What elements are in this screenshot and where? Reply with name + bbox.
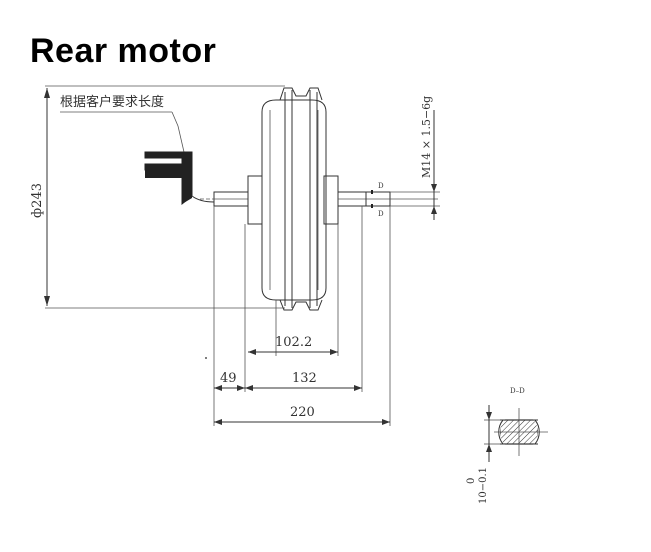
offset-label: 49	[220, 371, 237, 386]
thread-arrow-top	[431, 184, 437, 192]
left-axle	[213, 191, 249, 207]
cable-length-note-text: 根据客户要求长度	[60, 94, 164, 110]
hub-motor	[247, 87, 339, 311]
section-view: D–D 0 10−0.1	[466, 387, 548, 504]
overall-arrow-left	[214, 419, 222, 425]
section-mark-bottom: D	[378, 210, 384, 218]
diameter-dimension: ф243	[30, 85, 285, 309]
thread-dimension: M14 × 1.5−6g	[390, 96, 440, 220]
note-leader	[171, 111, 185, 153]
width-extension-lines	[213, 206, 391, 426]
hub-width-dimension: 102.2	[248, 335, 338, 355]
flat-tolerance-upper: 0	[466, 478, 477, 484]
flat-arrow-top	[486, 412, 492, 420]
left-flange	[247, 175, 263, 225]
cable-length-note: 根据客户要求长度	[60, 94, 185, 153]
overall-label: 220	[290, 405, 315, 420]
right-axle: D D	[337, 182, 438, 218]
connector-plug	[145, 168, 185, 178]
diameter-arrow-bottom	[44, 296, 50, 306]
thread-arrow-bottom	[431, 206, 437, 214]
page-title: Rear motor	[30, 32, 217, 70]
body-arrow-left	[245, 385, 253, 391]
cable-connector	[144, 151, 215, 206]
section-view-label: D–D	[510, 387, 525, 395]
flat-tolerance-lower: 10−0.1	[478, 467, 489, 504]
thread-label: M14 × 1.5−6g	[420, 96, 433, 178]
connector-tail	[182, 178, 192, 204]
section-mark-top: D	[378, 182, 384, 190]
flat-arrow-bottom	[486, 444, 492, 452]
offset-arrow-left	[214, 385, 222, 391]
stray-mark	[205, 357, 207, 359]
overall-dimension: 220	[214, 405, 390, 425]
offset-body-dimension: 49 132	[214, 371, 362, 391]
rim-bottom	[279, 299, 323, 311]
body-arrow-right	[354, 385, 362, 391]
motor-drum	[261, 99, 327, 301]
hub-width-arrow-left	[248, 349, 256, 355]
diameter-label: ф243	[30, 183, 45, 218]
offset-arrow-right	[237, 385, 245, 391]
hub-width-label: 102.2	[275, 335, 312, 350]
rim-top	[279, 87, 323, 101]
overall-arrow-right	[382, 419, 390, 425]
body-width-label: 132	[292, 371, 317, 386]
hub-width-arrow-right	[330, 349, 338, 355]
diameter-arrow-top	[44, 88, 50, 98]
cable-wire	[191, 195, 215, 203]
